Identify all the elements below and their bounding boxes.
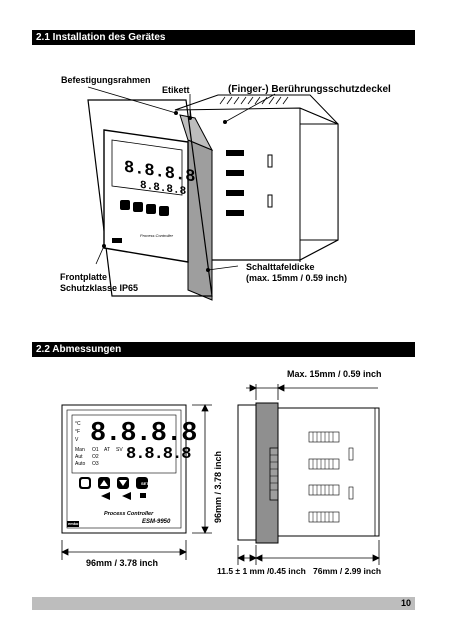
label-panel-thickness-1: Schalttafeldicke xyxy=(246,262,315,272)
svg-text:°C: °C xyxy=(75,421,81,427)
svg-text:Man: Man xyxy=(75,447,85,453)
dim-width: 96mm / 3.78 inch xyxy=(86,558,159,568)
svg-text:Auto: Auto xyxy=(75,461,86,467)
dim-front-bottom-display: 8.8.8.8 xyxy=(126,445,191,464)
label-mounting-frame: Befestigungsrahmen xyxy=(61,75,151,85)
label-front-panel-2: Schutzklasse IP65 xyxy=(60,283,139,293)
label-finger-guard: (Finger-) Berührungsschutzdeckel xyxy=(228,84,391,95)
dimension-lines xyxy=(61,384,380,565)
section-header-installation: 2.1 Installation des Gerätes xyxy=(32,30,415,45)
section-title: 2.1 Installation des Gerätes xyxy=(36,32,166,43)
label-front-panel-1: Frontplatte xyxy=(60,272,107,282)
svg-text:Process Controller: Process Controller xyxy=(140,233,174,238)
dim-depth: 76mm / 2.99 inch xyxy=(313,566,382,576)
svg-text:O3: O3 xyxy=(92,461,99,467)
label-panel-thickness-2: (max. 15mm / 0.59 inch) xyxy=(246,273,348,283)
dim-model: ESM-9950 xyxy=(142,519,171,525)
svg-text:AT: AT xyxy=(104,447,110,453)
svg-text:O1: O1 xyxy=(92,447,99,453)
page-number: 10 xyxy=(400,598,411,608)
svg-text:Aut: Aut xyxy=(75,454,83,460)
side-view xyxy=(237,402,380,544)
panel-plate xyxy=(179,114,214,301)
svg-text:SV: SV xyxy=(116,447,123,453)
dim-max: Max. 15mm / 0.59 inch xyxy=(287,369,382,379)
device-housing xyxy=(174,94,339,262)
svg-text:O2: O2 xyxy=(92,454,99,460)
dim-height: 96mm / 3.78 inch xyxy=(163,391,223,523)
label-etikett: Etikett xyxy=(162,85,190,95)
dim-caption: Process Controller xyxy=(104,511,154,517)
svg-text:V: V xyxy=(75,437,79,443)
dim-front-top-display: 8.8.8.8 xyxy=(90,419,197,449)
dim-height-text: 96mm / 3.78 inch xyxy=(213,450,223,523)
page-footer: 10 xyxy=(32,597,415,610)
section-title: 2.2 Abmessungen xyxy=(36,344,122,355)
set-button-label: SET xyxy=(141,481,149,486)
brand-logo: emko xyxy=(68,521,79,526)
device-front: 8.8.8.8 8.8.8.8 Process Controller xyxy=(103,129,195,263)
svg-text:°F: °F xyxy=(75,429,80,435)
section-header-dimensions: 2.2 Abmessungen xyxy=(32,342,415,357)
dim-panel: 11.5 ± 1 mm /0.45 inch xyxy=(217,566,306,576)
